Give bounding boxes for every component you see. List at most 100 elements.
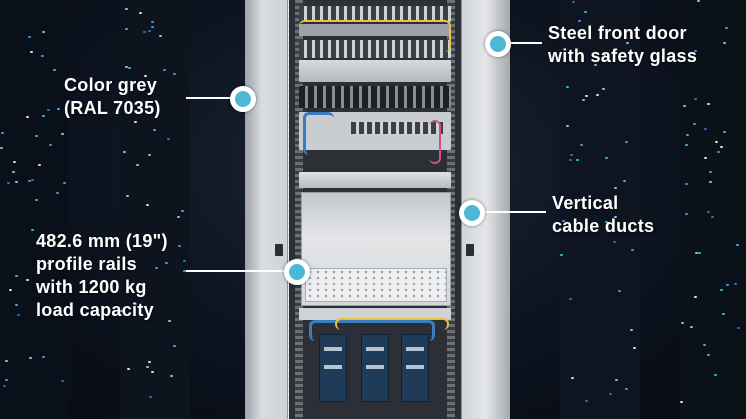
callout-profile-rails: 482.6 mm (19") profile rails with 1200 k… bbox=[36, 231, 168, 320]
status-led bbox=[149, 396, 152, 398]
background-rack-right-2 bbox=[680, 0, 746, 419]
status-led bbox=[38, 164, 41, 166]
status-led bbox=[720, 289, 723, 291]
status-led bbox=[15, 304, 18, 306]
status-led bbox=[614, 187, 617, 189]
marker-dot-color bbox=[230, 86, 256, 112]
fiber-panel bbox=[299, 60, 451, 82]
status-led bbox=[144, 75, 147, 77]
status-led bbox=[698, 252, 701, 254]
status-led bbox=[688, 60, 691, 62]
status-led bbox=[582, 99, 585, 101]
status-led bbox=[576, 159, 579, 161]
blue-patch-cable bbox=[309, 320, 435, 341]
status-led bbox=[35, 135, 38, 137]
status-led bbox=[30, 51, 33, 53]
status-led bbox=[126, 195, 129, 197]
status-led bbox=[605, 221, 608, 223]
status-led bbox=[148, 154, 151, 156]
status-led bbox=[722, 313, 725, 315]
status-led bbox=[694, 50, 697, 52]
status-led bbox=[47, 109, 50, 111]
status-led bbox=[560, 254, 563, 256]
status-led bbox=[680, 401, 683, 403]
status-led bbox=[569, 298, 572, 300]
status-led bbox=[5, 379, 8, 381]
status-led bbox=[707, 354, 710, 356]
marker-dot-rails bbox=[284, 259, 310, 285]
status-led bbox=[143, 31, 146, 33]
status-led bbox=[615, 379, 618, 381]
status-led bbox=[609, 393, 612, 395]
leader-line-rails bbox=[186, 270, 290, 272]
status-led bbox=[685, 144, 688, 146]
status-led bbox=[9, 289, 12, 291]
status-led bbox=[625, 141, 628, 143]
status-led bbox=[125, 8, 128, 10]
industrial-switch bbox=[319, 334, 347, 402]
status-led bbox=[61, 133, 64, 135]
background-rack-right bbox=[560, 0, 640, 419]
status-led bbox=[602, 88, 605, 90]
status-led bbox=[170, 375, 173, 377]
status-led bbox=[173, 73, 176, 75]
yellow-fiber-cable bbox=[335, 318, 449, 330]
cabinet-door-frame-left bbox=[245, 0, 288, 419]
status-led bbox=[146, 204, 149, 206]
industrial-switch bbox=[401, 334, 429, 402]
blue-patch-cable bbox=[303, 112, 334, 155]
status-led bbox=[694, 296, 697, 298]
patch-panel bbox=[299, 6, 451, 22]
status-led bbox=[47, 262, 50, 264]
status-led bbox=[585, 95, 588, 97]
callout-color-grey: Color grey (RAL 7035) bbox=[64, 75, 161, 118]
status-led bbox=[167, 138, 170, 140]
status-led bbox=[690, 326, 693, 328]
status-led bbox=[594, 64, 597, 66]
status-led bbox=[603, 54, 606, 56]
network-switch bbox=[299, 86, 451, 108]
status-led bbox=[17, 314, 20, 316]
status-led bbox=[613, 241, 616, 243]
status-led bbox=[681, 322, 684, 324]
status-led bbox=[726, 284, 729, 286]
status-led bbox=[725, 27, 728, 29]
status-led bbox=[155, 267, 158, 269]
status-led bbox=[578, 20, 581, 22]
status-led bbox=[139, 12, 142, 14]
status-led bbox=[625, 388, 628, 390]
status-led bbox=[626, 42, 629, 44]
status-led bbox=[26, 116, 29, 118]
status-led bbox=[584, 11, 587, 13]
status-led bbox=[737, 327, 740, 329]
status-led bbox=[685, 213, 688, 215]
yellow-fiber-cable bbox=[299, 20, 451, 52]
status-led bbox=[562, 220, 565, 222]
status-led bbox=[49, 144, 52, 146]
status-led bbox=[153, 129, 156, 131]
status-led bbox=[159, 35, 162, 37]
status-led bbox=[173, 345, 176, 347]
leader-line-door bbox=[506, 42, 542, 44]
patch-panel bbox=[299, 112, 451, 150]
status-led bbox=[734, 283, 737, 285]
status-led bbox=[28, 180, 31, 182]
status-led bbox=[566, 86, 569, 88]
status-led bbox=[584, 228, 587, 230]
status-led bbox=[714, 374, 717, 376]
status-led bbox=[127, 368, 130, 370]
status-led bbox=[42, 31, 45, 33]
industrial-switch bbox=[361, 334, 389, 402]
status-led bbox=[631, 249, 634, 251]
status-led bbox=[26, 279, 29, 281]
status-led bbox=[15, 181, 18, 183]
status-led bbox=[53, 69, 56, 71]
shelf-top bbox=[299, 172, 451, 188]
status-led bbox=[720, 146, 723, 148]
marker-dot-ducts bbox=[459, 200, 485, 226]
callout-cable-ducts: Vertical cable ducts bbox=[552, 193, 655, 236]
status-led bbox=[709, 181, 712, 183]
status-led bbox=[717, 151, 720, 153]
status-led bbox=[35, 199, 38, 201]
leader-line-color bbox=[186, 97, 242, 99]
